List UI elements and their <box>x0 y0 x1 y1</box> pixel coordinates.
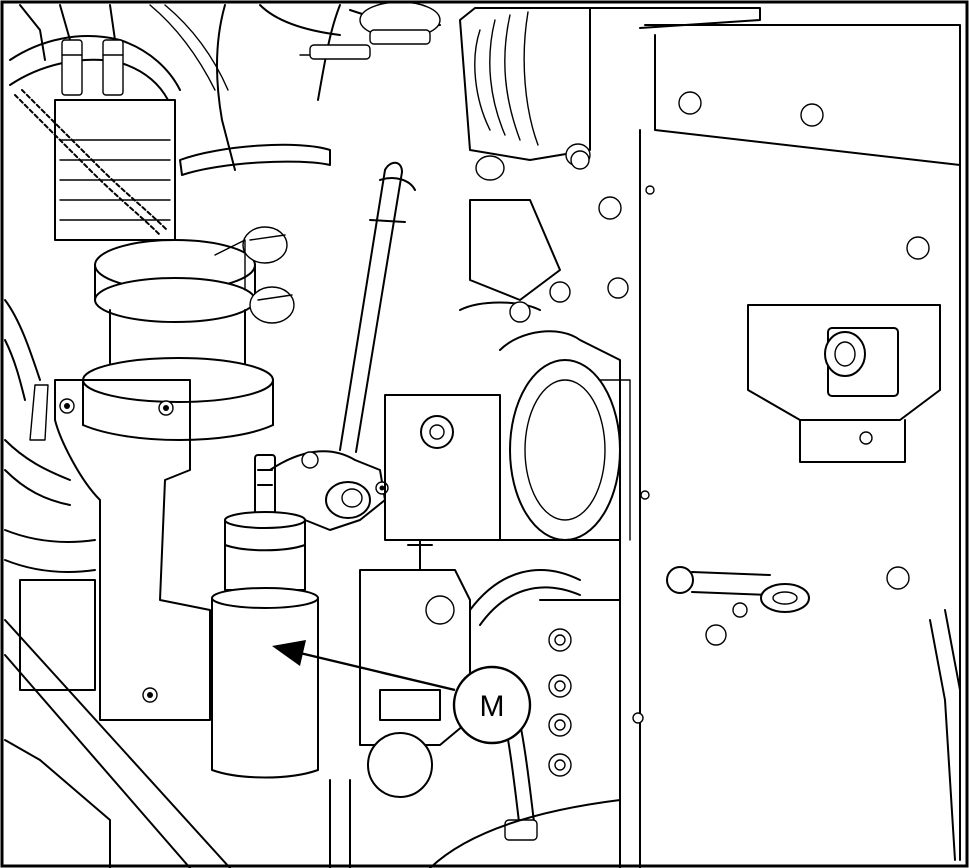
callout-arrowhead <box>272 640 306 666</box>
callout-label: M <box>480 690 505 723</box>
lower-structure <box>4 739 621 868</box>
callout-leader-line <box>299 651 456 692</box>
callout-m: M <box>272 640 532 745</box>
side-panel <box>539 24 961 868</box>
left-hoses <box>4 299 231 868</box>
callout-circle <box>452 665 532 745</box>
mounting-bracket <box>54 379 211 721</box>
filter-canister <box>211 450 389 779</box>
upper-piping <box>9 1 761 181</box>
starter-motor <box>384 150 631 541</box>
fuel-line <box>339 161 416 453</box>
intake-hose-assembly <box>14 89 331 441</box>
bolt-column <box>548 628 572 777</box>
